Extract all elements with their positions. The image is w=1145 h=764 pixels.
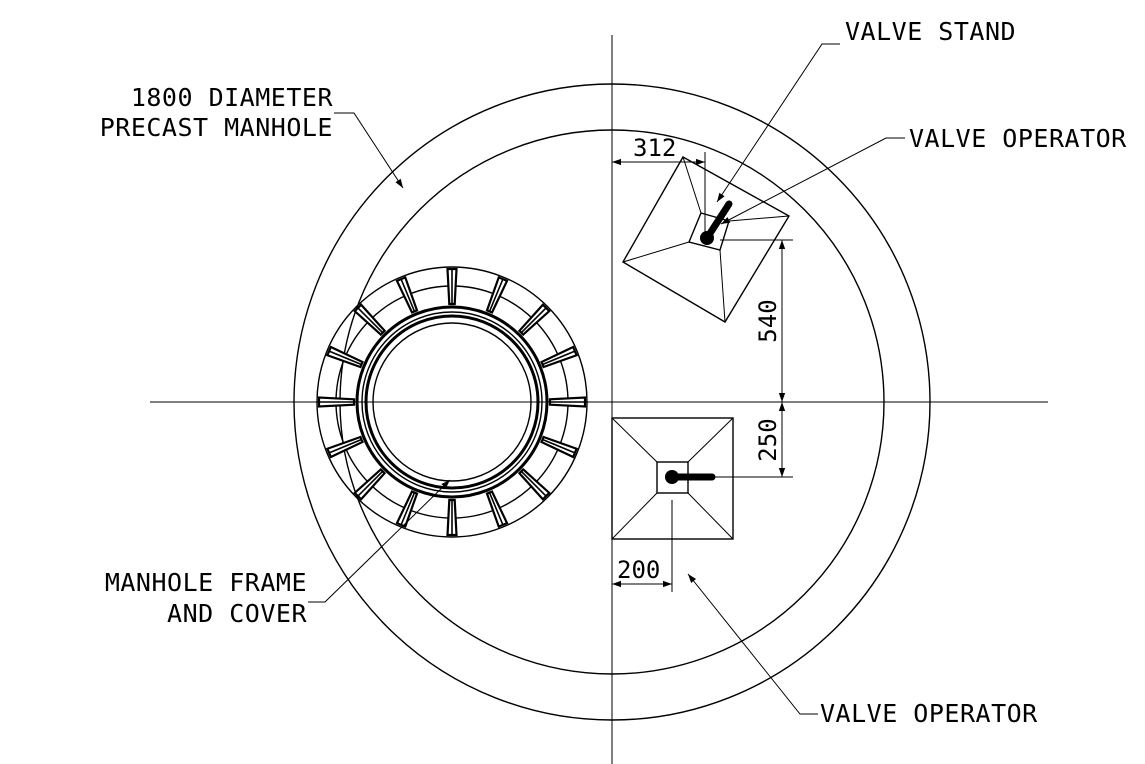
cover-rim-inner <box>364 314 540 490</box>
frame-lug-rib <box>542 438 576 454</box>
frame-lug-rib <box>542 350 576 366</box>
label-valve-operator-bottom: VALVE OPERATOR <box>820 699 1038 728</box>
cover-rim-mid <box>361 311 543 493</box>
frame-lug-rib <box>488 278 504 312</box>
manhole-outer-wall <box>293 83 931 721</box>
dim-540-text: 540 <box>754 299 782 342</box>
frame-lug-rib <box>400 278 416 312</box>
dim-200-text: 200 <box>617 556 660 584</box>
upper-valve-operator-knob <box>700 231 714 245</box>
dimension-540-250: 540 250 <box>712 239 793 478</box>
frame-lug-rib <box>357 470 384 497</box>
lower-valve-operator-knob <box>665 470 679 484</box>
dim-250-text: 250 <box>754 418 782 461</box>
frame-lugs <box>317 267 587 537</box>
dimension-200: 200 <box>612 500 673 592</box>
frame-outer-ring <box>316 266 588 538</box>
label-frame-line1: MANHOLE FRAME <box>105 568 307 597</box>
leader-valve-stand <box>716 43 840 203</box>
upper-box-edge-2 <box>728 215 790 222</box>
upper-box-edge-4 <box>622 241 690 263</box>
label-manhole-line2: PRECAST MANHOLE <box>100 113 333 142</box>
leader-frame-cover <box>308 479 451 603</box>
label-valve-stand: VALVE STAND <box>845 17 1016 46</box>
label-manhole-line1: 1800 DIAMETER <box>131 83 334 112</box>
frame-lug-rib <box>357 307 384 334</box>
lower-box-edge-3 <box>687 492 734 540</box>
lower-box-edge-1 <box>611 417 658 463</box>
dim-312-text: 312 <box>633 134 676 162</box>
upper-box-edge-1 <box>682 156 702 214</box>
upper-box-edge-3 <box>719 249 726 323</box>
frame-lug-rib <box>520 470 547 497</box>
upper-valve-operator <box>622 156 790 323</box>
lower-box-edge-2 <box>687 417 734 463</box>
frame-lug-rib <box>400 492 416 526</box>
dimension-312: 312 <box>612 134 706 232</box>
frame-lug-rib <box>328 438 362 454</box>
label-valve-operator-top: VALVE OPERATOR <box>909 124 1127 153</box>
cover-rim-outer <box>355 305 549 499</box>
frame-lug-rib <box>328 350 362 366</box>
leader-manhole <box>334 112 404 189</box>
leader-valve-operator-top <box>720 137 905 225</box>
label-frame-line2: AND COVER <box>167 599 307 628</box>
manhole-frame-and-cover <box>316 266 588 538</box>
leader-valve-operator-bottom <box>687 573 818 715</box>
cover-plate <box>372 322 532 482</box>
frame-lug-rib <box>488 492 504 526</box>
lower-box-edge-4 <box>611 492 658 540</box>
frame-lug-rib <box>520 307 547 334</box>
